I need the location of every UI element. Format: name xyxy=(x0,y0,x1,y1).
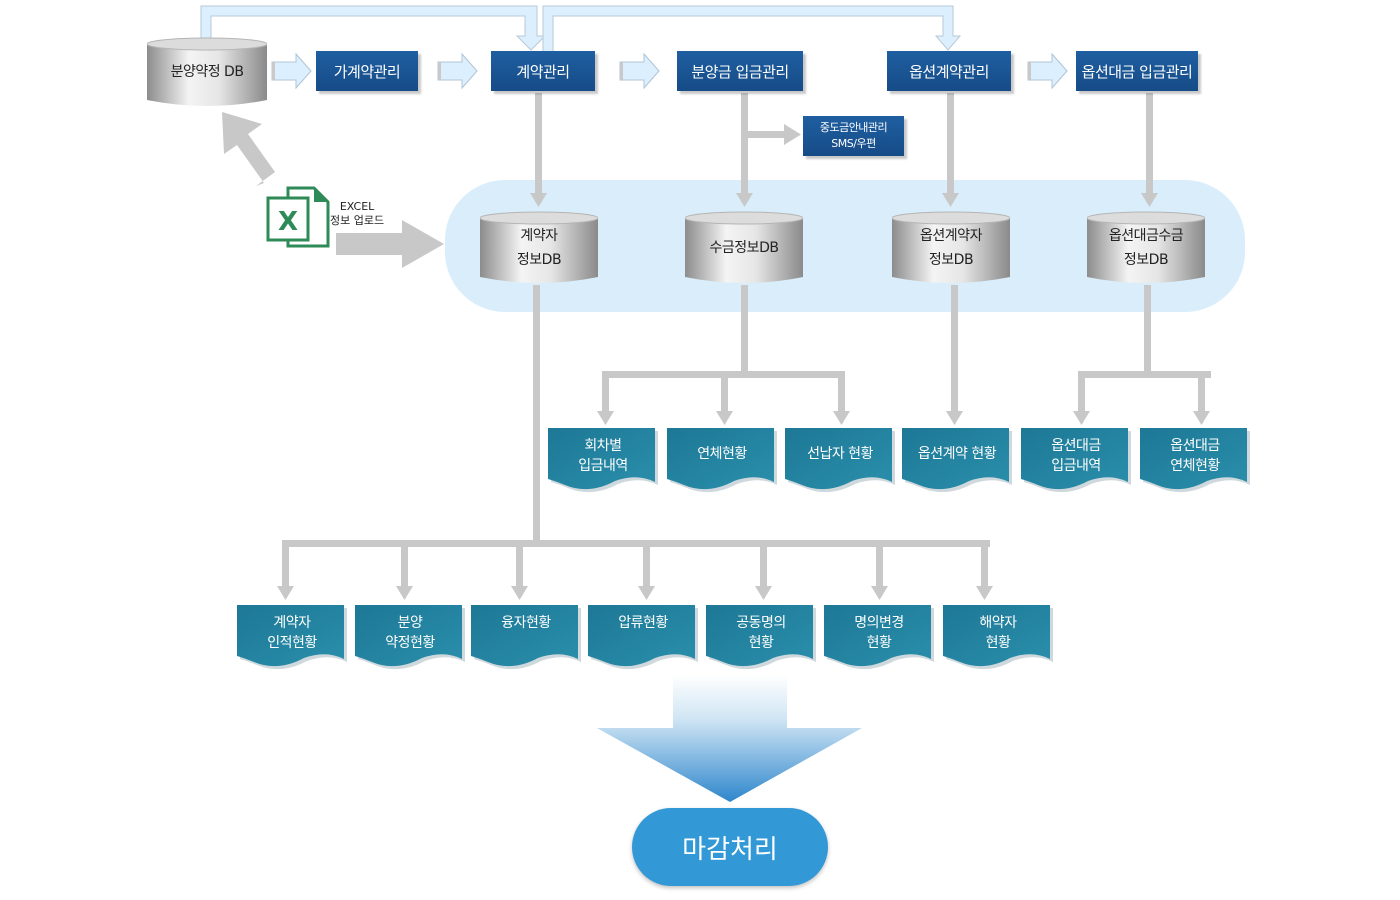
flow-arrow-3 xyxy=(619,52,660,90)
document-shape xyxy=(706,605,816,670)
module-label: 옵션계약관리 xyxy=(909,62,989,81)
module-sale-payment[interactable]: 분양금 입금관리 xyxy=(677,51,803,91)
report-label: 연체현황 xyxy=(697,446,747,462)
report-label: 공동명의 현황 xyxy=(736,615,786,651)
module-label: 분양금 입금관리 xyxy=(691,62,789,81)
report-label: 회차별 입금내역 xyxy=(578,438,628,474)
document-shape xyxy=(548,428,658,493)
document-shape xyxy=(355,605,465,670)
flow-arrow-2 xyxy=(437,52,478,90)
option-contractor-db-cylinder[interactable]: 옵션계약자 정보DB xyxy=(892,210,1010,285)
report-middle-4[interactable]: 옵션대금 입금내역 xyxy=(1021,428,1131,494)
module-interim-notice[interactable]: 중도금안내관리 SMS/우편 xyxy=(803,116,904,156)
report-label: 옵션대금 입금내역 xyxy=(1051,438,1101,474)
flow-arrow-4 xyxy=(1027,52,1068,90)
report-bottom-1[interactable]: 분양 약정현황 xyxy=(355,605,465,671)
report-middle-5[interactable]: 옵션대금 연체현황 xyxy=(1140,428,1250,494)
db-label: 옵션대금수금 정보DB xyxy=(1108,227,1184,268)
database-icon xyxy=(892,211,1010,283)
document-shape xyxy=(785,428,895,493)
excel-up-arrow xyxy=(222,112,275,186)
report-middle-0[interactable]: 회차별 입금내역 xyxy=(548,428,658,494)
document-shape xyxy=(471,605,581,670)
module-label: 옵션대금 입금관리 xyxy=(1081,62,1193,81)
module-pre-contract[interactable]: 가계약관리 xyxy=(316,51,418,91)
database-icon xyxy=(147,37,267,106)
source-db-label: 분양약정 DB xyxy=(170,64,244,80)
connector-payment-db xyxy=(741,93,748,193)
report-middle-3[interactable]: 옵션계약 현황 xyxy=(902,428,1012,494)
module-contract[interactable]: 계약관리 xyxy=(491,51,595,91)
document-shape xyxy=(902,428,1012,493)
top-loop-arrow-to-contract xyxy=(200,5,547,51)
source-db-cylinder[interactable]: 분양약정 DB xyxy=(147,36,267,108)
excel-right-arrow xyxy=(336,220,444,268)
database-icon xyxy=(1087,211,1205,283)
report-label: 해약자 현황 xyxy=(979,615,1017,651)
closing-down-arrow xyxy=(597,675,862,802)
module-option-payment[interactable]: 옵션대금 입금관리 xyxy=(1076,51,1198,91)
module-label: 가계약관리 xyxy=(333,62,401,81)
report-label: 융자현황 xyxy=(501,615,551,631)
document-shape xyxy=(1140,428,1250,493)
connector-contract-db xyxy=(535,93,542,193)
report-middle-1[interactable]: 연체현황 xyxy=(667,428,777,494)
report-label: 분양 약정현황 xyxy=(385,615,435,651)
document-shape xyxy=(588,605,698,670)
database-icon xyxy=(685,211,803,283)
svg-text:X: X xyxy=(278,207,298,237)
report-label: 명의변경 현황 xyxy=(854,615,904,651)
database-icon xyxy=(480,211,598,283)
contractor-db-cylinder[interactable]: 계약자 정보DB xyxy=(480,210,598,285)
document-shape xyxy=(824,605,934,670)
module-option-contract[interactable]: 옵션계약관리 xyxy=(887,51,1011,91)
option-collection-db-cylinder[interactable]: 옵션대금수금 정보DB xyxy=(1087,210,1205,285)
excel-upload-label: EXCEL 정보 업로드 xyxy=(330,200,385,227)
report-bottom-2[interactable]: 융자현황 xyxy=(471,605,581,671)
connector-option-payment-db xyxy=(1146,93,1153,193)
report-label: 선납자 현황 xyxy=(807,446,873,462)
report-bottom-0[interactable]: 계약자 인적현황 xyxy=(237,605,347,671)
document-shape xyxy=(943,605,1053,670)
report-label: 옵션계약 현황 xyxy=(917,446,997,462)
report-bottom-3[interactable]: 압류현황 xyxy=(588,605,698,671)
module-label: 계약관리 xyxy=(516,62,570,81)
db-label: 계약자 정보DB xyxy=(516,227,562,268)
document-shape xyxy=(237,605,347,670)
report-label: 계약자 인적현황 xyxy=(267,615,317,651)
document-shape xyxy=(1021,428,1131,493)
flow-arrow-1 xyxy=(271,52,312,90)
collection-db-cylinder[interactable]: 수금정보DB xyxy=(685,210,803,285)
report-middle-2[interactable]: 선납자 현황 xyxy=(785,428,895,494)
report-label: 압류현황 xyxy=(618,615,668,631)
module-label: 중도금안내관리 SMS/우편 xyxy=(819,121,888,150)
top-loop-arrow-to-option xyxy=(542,5,962,53)
db-label: 수금정보DB xyxy=(709,239,779,256)
connector-option-db xyxy=(947,93,954,193)
excel-icon[interactable]: X xyxy=(266,186,330,250)
report-bottom-5[interactable]: 명의변경 현황 xyxy=(824,605,934,671)
document-shape xyxy=(667,428,777,493)
report-bottom-4[interactable]: 공동명의 현황 xyxy=(706,605,816,671)
closing-label: 마감처리 xyxy=(682,834,778,865)
db-label: 옵션계약자 정보DB xyxy=(920,227,982,268)
report-label: 옵션대금 연체현황 xyxy=(1170,438,1220,474)
report-bottom-6[interactable]: 해약자 현황 xyxy=(943,605,1053,671)
closing-button[interactable]: 마감처리 xyxy=(632,808,828,886)
